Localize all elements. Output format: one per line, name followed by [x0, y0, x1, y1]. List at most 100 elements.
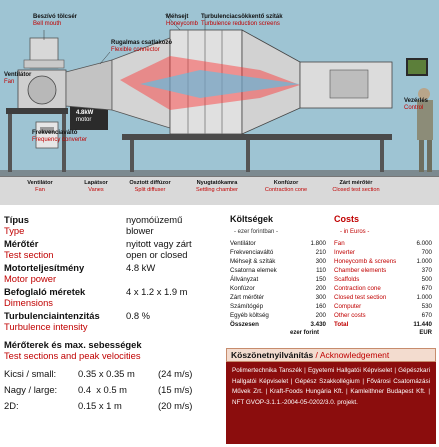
velocity-large-speed: (15 m/s): [158, 384, 193, 395]
cost-item-hu: Zárt mérőtér: [230, 294, 265, 301]
cost-item-en: Contraction cone: [334, 285, 381, 292]
label-flexible-connector-en: Flexible connector: [111, 46, 160, 53]
label-control-en: Control: [404, 104, 424, 111]
spec-motor-power-key: Motorteljesítmény: [4, 262, 85, 273]
cost-value-eur: 700: [421, 249, 432, 256]
cost-value-eur: 6.000: [416, 240, 432, 247]
velocity-large-label: Nagy / large:: [4, 384, 58, 395]
cost-item-hu: Méhsejt & szíták: [230, 258, 276, 265]
cost-row: Ventilátor 1.800 Fan 6.000: [226, 240, 436, 249]
spec-turbulence-value: 0.8 %: [126, 310, 150, 321]
label-control: Vezérlés Control: [404, 98, 428, 111]
cost-row: Frekvenciaváltó 210 Inverter 700: [226, 249, 436, 258]
acknowledgement-header: Köszönetnyilvánítás / Acknowledgement: [226, 348, 436, 362]
cost-item-en: Other costs: [334, 312, 366, 319]
label-fan: Ventilátor Fan: [4, 72, 31, 85]
acknowledgement: Köszönetnyilvánítás / Acknowledgement Po…: [226, 348, 436, 444]
velocity-2d-speed: (20 m/s): [158, 400, 193, 411]
cost-value-eur: 370: [421, 267, 432, 274]
cost-item-hu: Állványzat: [230, 276, 259, 283]
spec-type-value-en: blower: [126, 225, 154, 236]
cost-item-hu: Egyéb költség: [230, 312, 269, 319]
cost-item-en: Chamber elements: [334, 267, 387, 274]
cost-value-eur: 670: [421, 312, 432, 319]
label-frequency-converter-hu: Frekvenciaváltó: [32, 130, 78, 136]
cost-unit-hu: ezer forint: [290, 330, 320, 336]
cost-item-en: Closed test section: [334, 294, 387, 301]
component-vanes-hu: Lapátsor: [84, 180, 108, 186]
cost-total-eur: 11.440: [413, 321, 432, 328]
component-bar: [0, 176, 439, 205]
component-closed-test-section-en: Closed test section: [332, 187, 380, 193]
component-fan-en: Fan: [35, 187, 45, 193]
label-honeycomb: Méhsejt Honeycomb: [166, 14, 198, 27]
operator: [418, 88, 430, 100]
spec-dimensions-value: 4 x 1.2 x 1.9 m: [126, 286, 188, 297]
spec-turbulence: Turbulenciaintenzitás 0.8 % Turbulence i…: [4, 310, 218, 332]
component-settling-chamber-hu: Nyugtatókamra: [196, 180, 238, 186]
cost-row: Méhsejt & szíták 300 Honeycomb & screens…: [226, 258, 436, 267]
label-turbulence-screens-hu: Turbulenciacsökkentő szíták: [201, 14, 283, 20]
label-bell-mouth-hu: Beszívó tölcsér: [33, 14, 78, 20]
cost-value-huf: 300: [315, 294, 326, 301]
spec-type-key: Típus: [4, 214, 29, 225]
spec-test-section-key: Mérőtér: [4, 238, 39, 249]
specifications: Típus nyomóüzemű Type blower Mérőtér nyi…: [4, 214, 218, 446]
label-control-hu: Vezérlés: [404, 98, 429, 104]
spec-turbulence-key: Turbulenciaintenzitás: [4, 310, 100, 321]
label-honeycomb-hu: Méhsejt: [166, 14, 189, 20]
spec-dimensions-key-en: Dimensions: [4, 297, 53, 308]
label-bell-mouth-en: Bell mouth: [33, 20, 62, 27]
cost-value-huf: 110: [316, 267, 326, 274]
velocity-small-label: Kicsi / small:: [4, 368, 57, 379]
wind-tunnel-diagram: Beszívó tölcsér Bell mouth Méhsejt Honey…: [0, 0, 439, 205]
cost-item-hu: Ventilátor: [230, 240, 256, 247]
cost-row: Számítógép 160 Computer 530: [226, 303, 436, 312]
cost-value-huf: 300: [315, 258, 326, 265]
cost-total-en: Total: [334, 321, 349, 328]
label-flexible-connector-hu: Rugalmas csatlakozó: [111, 40, 173, 46]
cost-value-eur: 1.000: [416, 258, 432, 265]
spec-type-value: nyomóüzemű: [126, 214, 183, 225]
cost-value-huf: 200: [315, 312, 326, 319]
costs-currency-hu: - ezer forintban -: [234, 229, 279, 235]
cost-value-huf: 160: [315, 303, 326, 310]
spec-turbulence-key-en: Turbulence intensity: [4, 321, 88, 332]
cost-item-hu: Számítógép: [230, 303, 264, 310]
costs-title-hu: Költségek: [230, 214, 274, 224]
component-closed-test-section: Zárt mérőtér Closed test section: [320, 180, 392, 194]
component-split-diffuser-en: Split diffuser: [134, 187, 166, 193]
spec-type-key-en: Type: [4, 225, 25, 236]
cost-total-hu: Összesen: [230, 321, 259, 328]
cost-row: Zárt mérőtér 300 Closed test section 1.0…: [226, 294, 436, 303]
velocity-large-size: 0.4 x 0.5 m: [78, 384, 127, 395]
cost-value-huf: 210: [315, 249, 326, 256]
cost-value-huf: 150: [315, 276, 326, 283]
cost-value-eur: 1.000: [416, 294, 432, 301]
cost-item-hu: Frekvenciaváltó: [230, 249, 274, 256]
cost-item-en: Scaffolds: [334, 276, 360, 283]
component-settling-chamber: Nyugtatókamra Settling chamber: [184, 180, 250, 194]
floor: [0, 170, 439, 178]
label-frequency-converter-en: Frequency converter: [32, 136, 88, 143]
cost-total-huf: 3.430: [310, 321, 326, 328]
component-fan: Ventilátor Fan: [10, 180, 70, 194]
spec-motor-power-value: 4.8 kW: [126, 262, 156, 273]
velocities-subtitle: Test sections and peak velocities: [4, 350, 141, 361]
cost-value-eur: 530: [421, 303, 432, 310]
cost-item-en: Fan: [334, 240, 345, 247]
label-fan-en: Fan: [4, 78, 15, 85]
cost-unit-en: EUR: [419, 330, 432, 336]
cost-row: Egyéb költség 200 Other costs 670: [226, 312, 436, 321]
acknowledgement-title-en: Acknowledgement: [319, 350, 390, 360]
support-table: [122, 134, 392, 140]
costs-table: Költségek Costs - ezer forintban - - in …: [226, 214, 436, 344]
spec-type: Típus nyomóüzemű Type blower: [4, 214, 218, 236]
label-frequency-converter: Frekvenciaváltó Frequency converter: [32, 130, 87, 143]
component-vanes-en: Vanes: [88, 187, 104, 193]
cost-row: Konfúzor 200 Contraction cone 670: [226, 285, 436, 294]
cost-value-huf: 200: [315, 285, 326, 292]
spec-motor-power-key-en: Motor power: [4, 273, 57, 284]
component-vanes: Lapátsor Vanes: [76, 180, 116, 194]
label-bell-mouth: Beszívó tölcsér Bell mouth: [33, 14, 77, 27]
